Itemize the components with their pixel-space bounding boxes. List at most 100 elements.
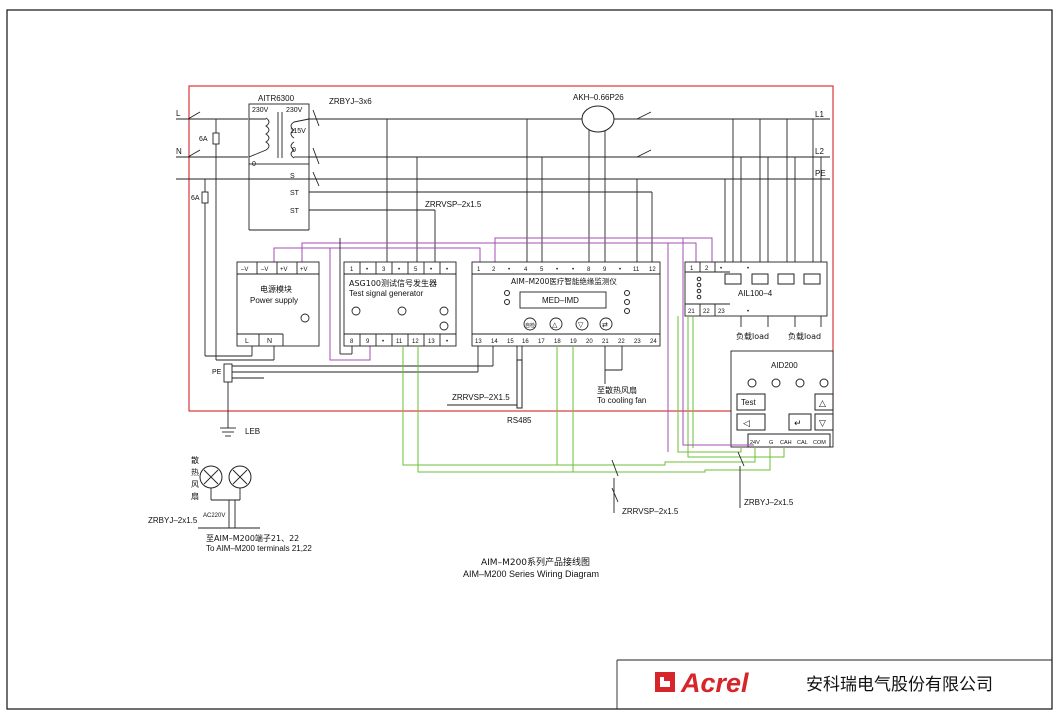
ail-b4: •	[747, 309, 749, 315]
asg-title-cn: ASG100测试信号发生器	[349, 278, 437, 288]
aid-up-icon: △	[819, 399, 826, 409]
aid-term4: CAL	[797, 440, 808, 446]
asg100-module	[343, 261, 457, 347]
title-block	[616, 659, 1052, 709]
aim-b24: 24	[650, 339, 657, 345]
asg-b1: 8	[350, 339, 354, 345]
l2-label: L2	[815, 147, 824, 156]
aim-t5: 5	[540, 267, 544, 273]
akh-label: AKH–0.66P26	[573, 93, 624, 102]
term-cn-label: 至AIM–M200端子21、22	[206, 533, 299, 543]
ail-t2: 2	[705, 266, 709, 272]
aim-t4: 4	[524, 267, 528, 273]
ps-t3: +V	[280, 267, 288, 273]
asg-b7: •	[446, 339, 448, 345]
vertical-drops	[386, 119, 638, 262]
zrbyj-label: ZRBYJ–3x6	[329, 97, 372, 106]
aim-b17: 17	[538, 339, 545, 345]
aim-btn-selftest: 自检	[525, 322, 535, 329]
ail-b3: 23	[718, 309, 725, 315]
pe-bar	[220, 346, 494, 437]
fuse1-label: 6A	[199, 136, 208, 143]
st1-label: ST	[290, 190, 300, 197]
green-wires	[402, 316, 785, 473]
cable-ticks	[312, 109, 745, 513]
load2-label: 负载load	[788, 331, 821, 341]
ps-b2: N	[267, 338, 272, 345]
v230a-label: 230V	[252, 107, 269, 114]
asg-t4: •	[398, 267, 400, 273]
load-feeders	[724, 119, 822, 327]
aim-t2: 2	[492, 267, 496, 273]
company-name: 安科瑞电气股份有限公司	[806, 675, 993, 695]
power-supply-module	[236, 261, 320, 347]
aid-term3: CAH	[780, 440, 792, 446]
fuse2-label: 6A	[191, 195, 200, 202]
aid-test: Test	[741, 398, 756, 407]
asg-title-en: Test signal generator	[349, 289, 424, 298]
aim-t8: 8	[587, 267, 591, 273]
rs485-wires	[447, 346, 623, 409]
aid-term5: COM	[813, 440, 826, 446]
aim-t11: 11	[633, 267, 640, 273]
zrrvsp-rs-label: ZRRVSP–2X1.5	[452, 393, 510, 402]
asg-t7: •	[446, 267, 448, 273]
v115-label: 115V	[290, 128, 306, 135]
rs485-label: RS485	[507, 416, 532, 425]
aim-b23: 23	[634, 339, 641, 345]
aim-b18: 18	[554, 339, 561, 345]
ps-t4: +V	[300, 267, 308, 273]
caption-en: AIM–M200 Series Wiring Diagram	[463, 569, 599, 579]
aim-display: MED–IMD	[542, 296, 579, 305]
asg-t2: •	[366, 267, 368, 273]
asg-b3: •	[382, 339, 384, 345]
aim-t7: •	[572, 267, 574, 273]
asg-t1: 1	[350, 267, 354, 273]
aim-b20: 20	[586, 339, 593, 345]
purple-wires	[273, 237, 713, 361]
asg-bottom-wires	[339, 238, 353, 355]
s-label: S	[290, 173, 295, 180]
aim-t3: •	[508, 267, 510, 273]
ail-title: AIL100–4	[738, 289, 773, 298]
bus-lines	[176, 111, 830, 180]
v230b-label: 230V	[286, 107, 303, 114]
mute-icon: ◁	[743, 419, 750, 429]
aim-t10: •	[619, 267, 621, 273]
n-label: N	[176, 147, 182, 156]
current-transformer	[581, 105, 615, 133]
aim-b19: 19	[570, 339, 577, 345]
zrbyj-fan-label: ZRBYJ–2x1.5	[148, 516, 198, 525]
zrrvsp-mid-label: ZRRVSP–2x1.5	[425, 200, 482, 209]
ps-title-en: Power supply	[250, 296, 298, 305]
term-en-label: To AIM–M200 terminals 21,22	[206, 544, 312, 553]
transformer	[248, 103, 310, 231]
aim-btn-up: △	[552, 321, 558, 329]
zero-label: 0	[292, 147, 296, 154]
ail-t1: 1	[690, 266, 694, 272]
load1-label: 负载load	[736, 331, 769, 341]
fuses	[201, 119, 275, 361]
st-wires	[309, 191, 653, 262]
aim-b13: 13	[475, 339, 482, 345]
l-label: L	[176, 109, 181, 118]
zrbyj-bottom-label: ZRBYJ–2x1.5	[744, 498, 794, 507]
aid200-module	[730, 350, 834, 448]
purple-wires-aid	[667, 238, 754, 452]
zero-b-label: 0	[252, 161, 256, 168]
aid-term2: G	[769, 440, 773, 446]
ps-b1: L	[245, 338, 249, 345]
aid-title: AID200	[771, 361, 798, 370]
asg-b2: 9	[366, 339, 370, 345]
fan-v3: 风	[191, 480, 199, 489]
ac220-label: AC220V	[203, 513, 225, 519]
pe-bar-label: PE	[212, 369, 222, 376]
ps-t2: –V	[261, 267, 268, 273]
fan-v1: 散	[191, 455, 199, 465]
pe-label: PE	[815, 169, 826, 178]
aid-down-icon: ▽	[819, 419, 826, 429]
aim-btn-down: ▽	[578, 321, 584, 329]
company-brand: Acrel	[680, 668, 749, 698]
ps-title-cn: 电源模块	[260, 284, 292, 294]
